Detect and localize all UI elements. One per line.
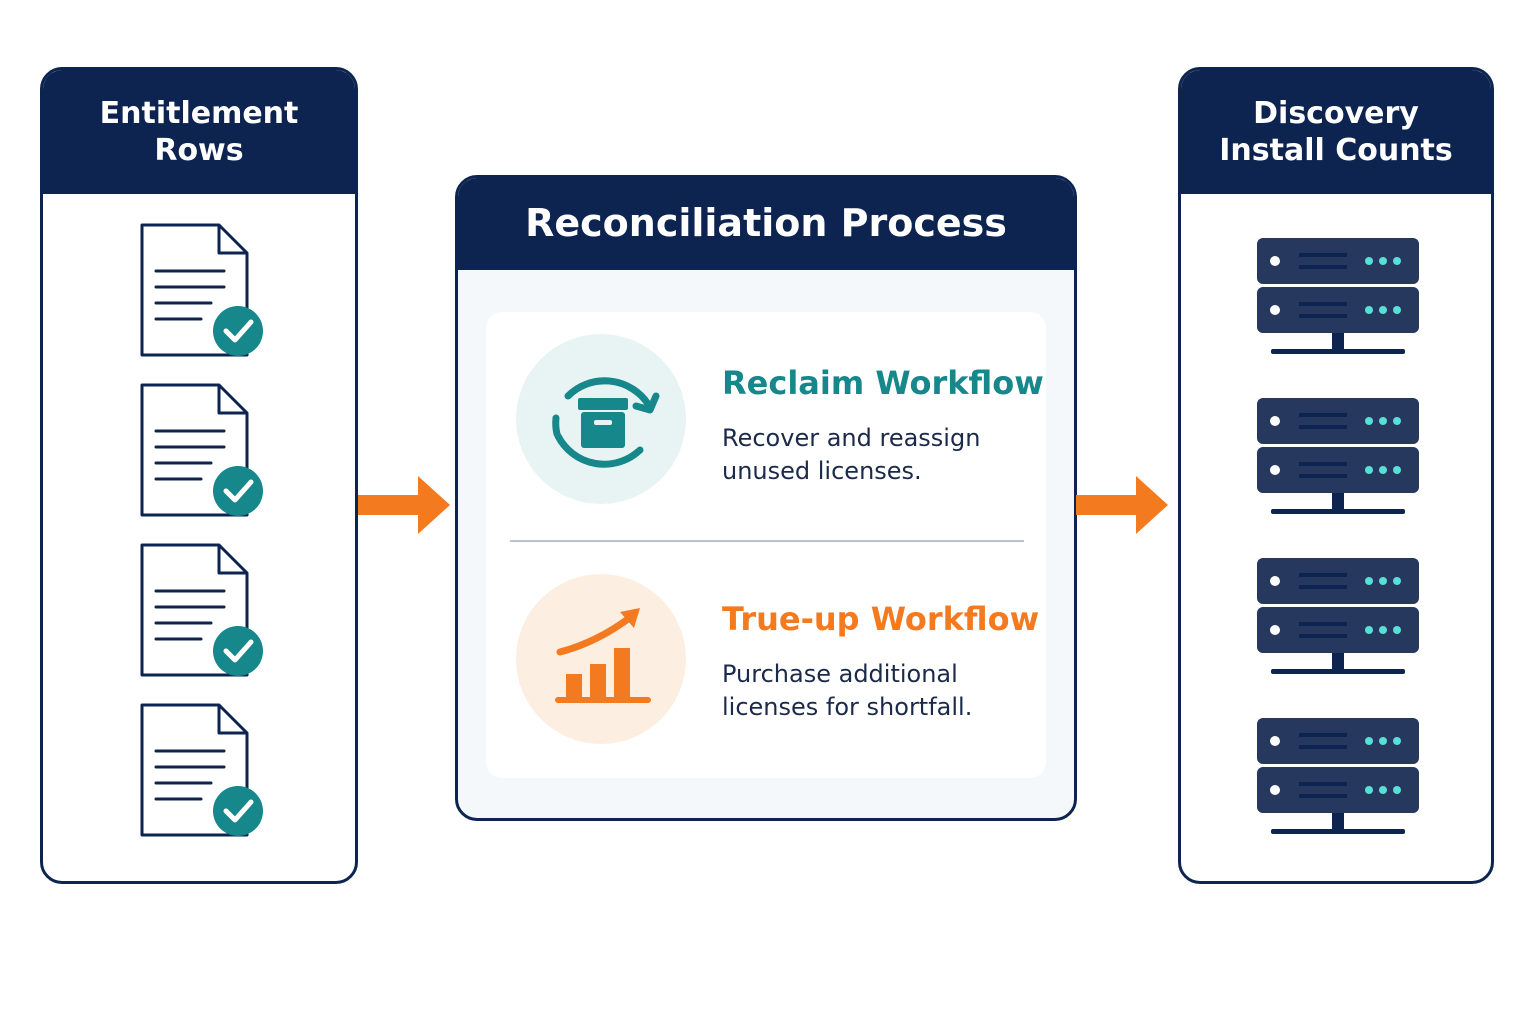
entitlement-rows-header: Entitlement Rows <box>43 70 355 194</box>
workflow-card: Reclaim Workflow Recover and reassign un… <box>486 312 1046 778</box>
document-check-icon <box>139 222 269 362</box>
trueup-workflow-title: True-up Workflow <box>722 600 1040 638</box>
entitlement-title-line2: Rows <box>154 133 244 168</box>
server-icon <box>1255 556 1421 678</box>
server-icon <box>1255 716 1421 838</box>
reclaim-workflow-description: Recover and reassign unused licenses. <box>722 422 1022 488</box>
discovery-install-counts-panel: Discovery Install Counts <box>1178 67 1494 884</box>
reconciliation-process-title: Reconciliation Process <box>458 178 1074 270</box>
document-check-icon <box>139 382 269 522</box>
growth-chart-icon <box>516 574 686 744</box>
reconciliation-process-panel: Reconciliation Process Reclaim Workflow … <box>455 175 1077 821</box>
reclaim-workflow-title: Reclaim Workflow <box>722 364 1044 402</box>
entitlement-rows-panel: Entitlement Rows <box>40 67 358 884</box>
reclaim-description-line2: unused licenses. <box>722 457 922 486</box>
document-check-icon <box>139 702 269 842</box>
trueup-description-line2: licenses for shortfall. <box>722 693 973 722</box>
trueup-workflow-description: Purchase additional licenses for shortfa… <box>722 658 1022 724</box>
server-icon <box>1255 236 1421 358</box>
flow-arrow-icon <box>358 474 452 540</box>
box-cycle-icon <box>516 334 686 504</box>
discovery-install-counts-header: Discovery Install Counts <box>1181 70 1491 194</box>
discovery-title-line1: Discovery <box>1253 95 1419 131</box>
discovery-title-line2: Install Counts <box>1219 133 1453 168</box>
reclaim-description-line1: Recover and reassign <box>722 424 981 452</box>
entitlement-title-line1: Entitlement <box>99 95 299 131</box>
trueup-description-line1: Purchase additional <box>722 660 958 688</box>
workflow-divider <box>510 540 1024 542</box>
server-icon <box>1255 396 1421 518</box>
flow-arrow-icon <box>1076 474 1170 540</box>
document-check-icon <box>139 542 269 682</box>
